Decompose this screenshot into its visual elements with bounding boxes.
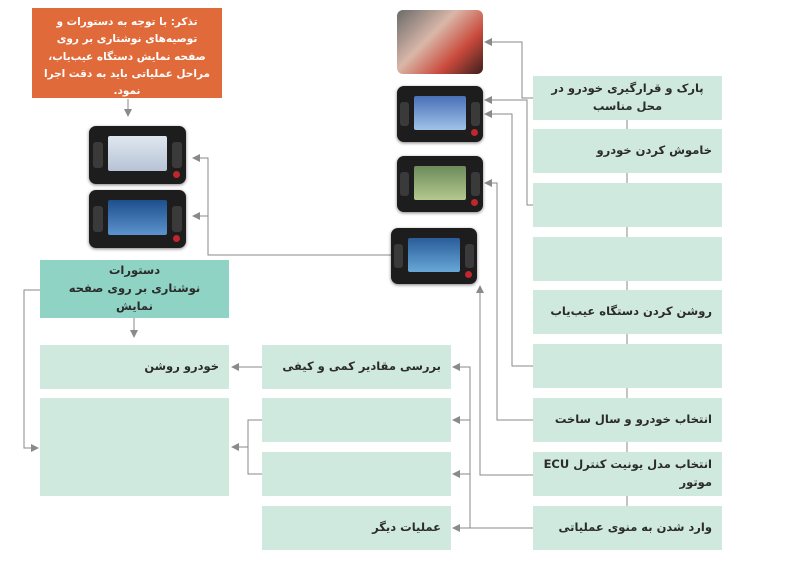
instructions-box: دستورات نوشتاری بر روی صفحه نمایش	[40, 260, 229, 318]
scanner-device-icon	[397, 156, 483, 212]
step-scanner-on: روشن کردن دستگاه عیب‌یاب	[533, 290, 722, 334]
scanner-device-icon	[397, 86, 483, 142]
step-empty-4	[533, 237, 722, 281]
step-park: پارک و قرارگیری خودرو در محل مناسب	[533, 76, 722, 120]
step-select-ecu: انتخاب مدل یونیت کنترل ECU موتور	[533, 452, 722, 496]
check-values-box: بررسی مقادیر کمی و کیفی	[262, 345, 451, 389]
other-ops-box: عملیات دیگر	[262, 506, 451, 550]
scanner-device-icon	[89, 190, 186, 248]
parking-photo	[397, 10, 483, 74]
scanner-device-icon	[89, 126, 186, 184]
step-select-vehicle: انتخاب خودرو و سال ساخت	[533, 398, 722, 442]
middle-empty-box-2	[262, 452, 451, 496]
step-empty-6	[533, 344, 722, 388]
step-empty-3	[533, 183, 722, 227]
step-engine-off: خاموش کردن خودرو	[533, 129, 722, 173]
note-box: تذکر: با توجه به دستورات و توصیه‌های نوش…	[32, 8, 222, 98]
left-empty-box	[40, 398, 229, 496]
scanner-device-icon	[391, 228, 477, 284]
engine-on-box: خودرو روشن	[40, 345, 229, 389]
middle-empty-box-1	[262, 398, 451, 442]
step-ops-menu: وارد شدن به منوی عملیاتی	[533, 506, 722, 550]
